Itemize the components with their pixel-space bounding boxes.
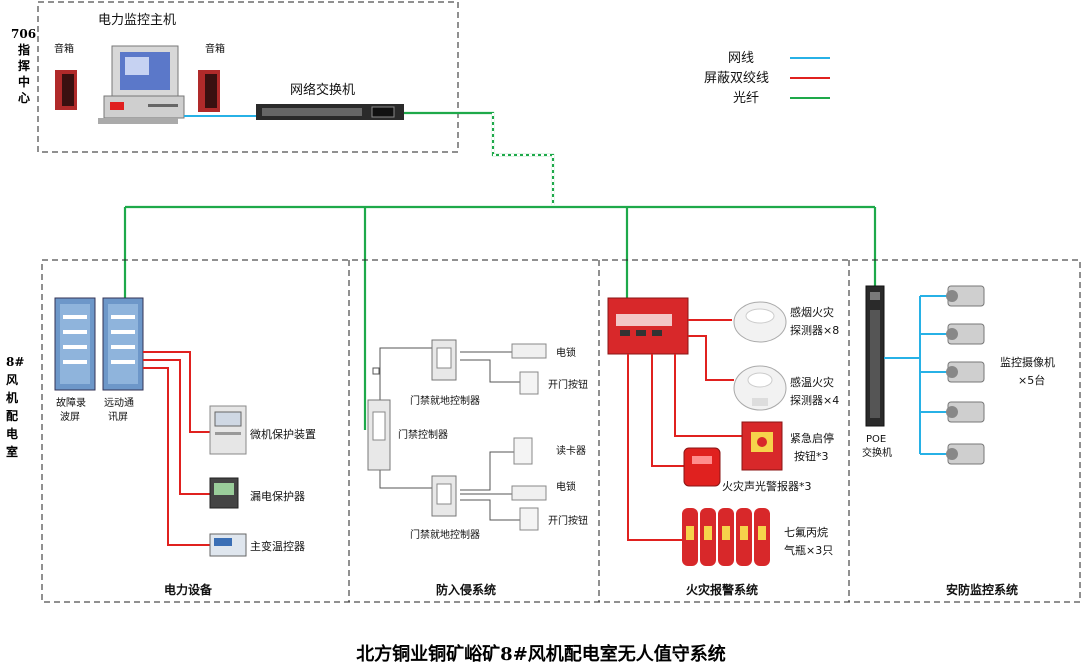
- svg-text:挥: 挥: [18, 58, 30, 73]
- svg-text:风: 风: [6, 373, 18, 387]
- legend-twisted-label: 屏蔽双绞线: [704, 70, 769, 86]
- speaker-left-label: 音箱: [54, 42, 74, 55]
- camera-icon: [946, 361, 985, 383]
- sound-light-alarm-label: 火灾声光警报器*3: [722, 479, 812, 493]
- fire-twisted-pairs: [627, 319, 742, 541]
- poe-switch-label-1: POE: [866, 434, 886, 445]
- camera-icon: [946, 285, 985, 307]
- exit-button-top-label: 开门按钮: [548, 378, 588, 391]
- room-label: 8# 风 机 配 电 室: [6, 355, 24, 459]
- speaker-right-label: 音箱: [205, 42, 225, 55]
- power-twisted-pairs: [143, 351, 210, 546]
- host-label: 电力监控主机: [98, 13, 176, 28]
- svg-text:指: 指: [18, 42, 30, 57]
- fiber-backbone: [123, 111, 877, 430]
- smoke-detector-label-1: 感烟火灾: [790, 305, 834, 319]
- smoke-detector-label-2: 探测器×8: [790, 324, 839, 337]
- local-controller-top-label: 门禁就地控制器: [410, 394, 480, 407]
- electric-lock-bottom-icon: [511, 485, 547, 501]
- sound-light-alarm-icon: [683, 447, 721, 487]
- local-controller-bottom-label: 门禁就地控制器: [410, 528, 480, 541]
- electric-lock-bottom-label: 电锁: [556, 480, 576, 493]
- camera-label-2: ×5台: [1018, 373, 1045, 387]
- emergency-stop-label-2: 按钮*3: [794, 449, 829, 463]
- access-controller-icon: [367, 399, 391, 471]
- fire-section-label: 火灾报警系统: [686, 582, 758, 597]
- local-controller-bottom-icon: [431, 475, 457, 517]
- svg-text:配: 配: [6, 408, 18, 423]
- monitoring-host-icon: [98, 45, 185, 124]
- camera-network-cables: [884, 295, 948, 455]
- access-controller-label: 门禁控制器: [398, 428, 448, 441]
- intrusion-section-label: 防入侵系统: [436, 582, 496, 597]
- legend-fiber-label: 光纤: [733, 91, 759, 106]
- exit-button-bottom-label: 开门按钮: [548, 514, 588, 527]
- svg-text:8#: 8#: [6, 355, 24, 369]
- command-center-label: 706 指 挥 中 心: [11, 27, 36, 105]
- telecontrol-label-1: 远动通: [104, 397, 134, 409]
- telecontrol-cabinet: [102, 297, 144, 391]
- gas-cylinders-icon: [682, 508, 770, 566]
- speaker-right-icon: [198, 70, 220, 112]
- camera-icon: [946, 323, 985, 345]
- heat-detector-icon: [733, 365, 787, 411]
- legend-network-label: 网线: [728, 51, 754, 66]
- legend: 网线 屏蔽双绞线 光纤: [704, 51, 830, 106]
- poe-switch-icon: [865, 285, 885, 427]
- diagram-title: 北方铜业铜矿峪矿8#风机配电室无人值守系统: [356, 643, 726, 665]
- fault-recorder-label-1: 故障录: [56, 396, 86, 409]
- fault-recorder-label-2: 波屏: [60, 410, 80, 423]
- security-section-label: 安防监控系统: [946, 582, 1018, 597]
- camera-icon: [946, 443, 985, 465]
- local-controller-top-icon: [431, 339, 457, 381]
- fire-alarm-panel-icon: [607, 297, 689, 355]
- exit-button-bottom-icon: [519, 507, 539, 531]
- svg-text:室: 室: [6, 444, 18, 459]
- emergency-stop-button-icon: [741, 421, 783, 471]
- camera-icon: [946, 401, 985, 423]
- microcomputer-protection-icon: [209, 405, 247, 455]
- telecontrol-label-2: 讯屏: [108, 411, 128, 423]
- card-reader-label: 读卡器: [556, 444, 586, 457]
- poe-switch-label-2: 交换机: [862, 446, 892, 459]
- leakage-protector-label: 漏电保护器: [250, 489, 305, 503]
- speaker-left-icon: [55, 70, 77, 110]
- emergency-stop-label-1: 紧急启停: [790, 431, 834, 445]
- microcomputer-protection-label: 微机保护装置: [250, 427, 316, 441]
- gas-cylinder-label-2: 气瓶×3只: [784, 543, 833, 557]
- svg-text:机: 机: [6, 390, 18, 405]
- transformer-temp-controller-label: 主变温控器: [250, 539, 305, 553]
- exit-button-top-icon: [519, 371, 539, 395]
- fault-recorder-cabinet: [54, 297, 96, 391]
- command-center-box: [37, 1, 459, 153]
- electric-lock-top-icon: [511, 343, 547, 359]
- camera-label-1: 监控摄像机: [1000, 355, 1055, 369]
- gas-cylinder-label-1: 七氟丙烷: [784, 525, 828, 539]
- svg-text:中: 中: [18, 74, 30, 89]
- switch-label: 网络交换机: [290, 82, 355, 98]
- svg-text:电: 电: [6, 426, 18, 441]
- electric-lock-top-label: 电锁: [556, 346, 576, 359]
- network-switch-icon: [256, 104, 404, 120]
- smoke-detector-icon: [733, 301, 787, 343]
- power-section-label: 电力设备: [164, 582, 213, 597]
- svg-text:心: 心: [18, 91, 30, 105]
- heat-detector-label-2: 探测器×4: [790, 394, 839, 407]
- leakage-protector-icon: [209, 477, 239, 509]
- junction-marker: [372, 367, 380, 375]
- heat-detector-label-1: 感温火灾: [790, 375, 834, 389]
- transformer-temp-controller-icon: [209, 533, 247, 557]
- svg-text:706: 706: [11, 27, 36, 41]
- card-reader-icon: [513, 437, 533, 465]
